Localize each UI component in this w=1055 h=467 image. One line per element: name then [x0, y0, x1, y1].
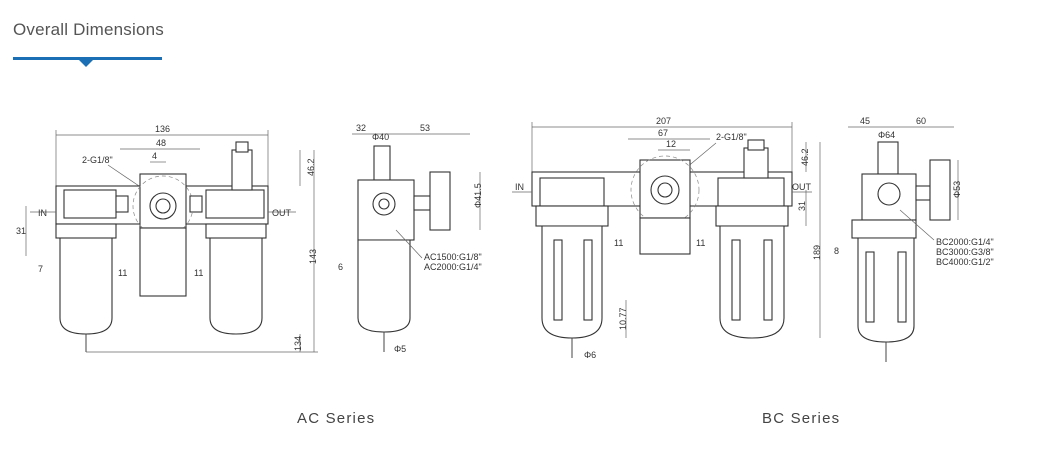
ac-bracket-11b: 11 [194, 268, 203, 278]
bc-width-dim: 207 [656, 116, 671, 126]
bc-side-view: 45 60 Φ64 Φ53 8 BC2000:G1/4" BC3000:G3/8… [834, 116, 994, 362]
ac-drain-dia: Φ5 [394, 344, 406, 354]
bc-drain-dim: 10.77 [618, 307, 628, 330]
ac-port-label: 2-G1/8" [82, 155, 113, 165]
ac-gauge-offset-dim: 4 [152, 151, 157, 161]
ac-left-7-dim: 7 [38, 264, 43, 274]
bc-thread-3: BC4000:G1/2" [936, 257, 994, 267]
bc-gauge-dia: Φ64 [878, 130, 895, 140]
bc-side-8: 8 [834, 246, 839, 256]
ac-drain-dim: 134 [293, 336, 303, 351]
bc-series-caption: BC Series [762, 410, 841, 427]
bc-front-view: 207 67 12 2-G1/8" IN OUT 11 11 [512, 116, 822, 360]
bc-thread-2: BC3000:G3/8" [936, 247, 994, 257]
ac-out-label: OUT [272, 208, 292, 218]
bc-in-label: IN [515, 182, 524, 192]
ac-side-6: 6 [338, 262, 343, 272]
bc-drain-dia: Φ6 [584, 350, 596, 360]
ac-height-total-dim: 143 [308, 249, 318, 264]
title-pointer-icon [79, 60, 93, 67]
bc-bracket-11b: 11 [696, 238, 705, 248]
bc-port-label: 2-G1/8" [716, 132, 747, 142]
bc-gauge-v-dim: Φ53 [952, 181, 962, 198]
ac-thread-2: AC2000:G1/4" [424, 262, 482, 272]
bc-height-top-dim: 46.2 [800, 148, 810, 166]
bc-out-label: OUT [792, 182, 812, 192]
ac-side-view: 32 53 Φ40 Φ41.5 6 AC1500:G1/8" AC2000:G1… [338, 123, 483, 354]
ac-gauge-v-dim: Φ41.5 [473, 183, 483, 208]
section-title: Overall Dimensions [13, 20, 164, 39]
ac-series-caption: AC Series [297, 410, 376, 427]
ac-width-dim: 136 [155, 124, 170, 134]
title-underline [13, 57, 162, 60]
ac-gauge-dia: Φ40 [372, 132, 389, 142]
ac-in-label: IN [38, 208, 47, 218]
bc-height-total-dim: 189 [812, 245, 822, 260]
bc-bracket-11a: 11 [614, 238, 623, 248]
bc-height-31-dim: 31 [797, 201, 807, 211]
ac-thread-1: AC1500:G1/8" [424, 252, 482, 262]
ac-front-view: 136 48 4 2-G1/8" IN [16, 124, 318, 353]
ac-side-53: 53 [420, 123, 430, 133]
ac-height-top-dim: 46.2 [306, 158, 316, 176]
ac-center-dim: 48 [156, 138, 166, 148]
bc-center-dim: 67 [658, 128, 668, 138]
bc-side-60: 60 [916, 116, 926, 126]
ac-left-31-dim: 31 [16, 226, 26, 236]
ac-bracket-11a: 11 [118, 268, 127, 278]
bc-gauge-offset-dim: 12 [666, 139, 676, 149]
ac-side-32: 32 [356, 123, 366, 133]
bc-side-45: 45 [860, 116, 870, 126]
bc-thread-1: BC2000:G1/4" [936, 237, 994, 247]
